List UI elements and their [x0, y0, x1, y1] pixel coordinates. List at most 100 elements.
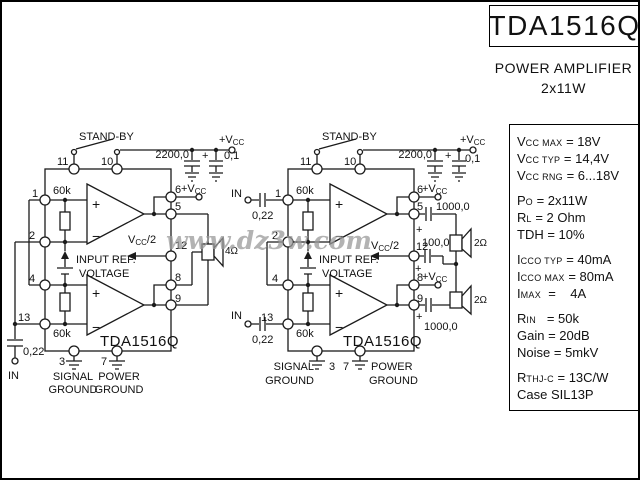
svg-text:13: 13 — [261, 312, 273, 324]
svg-text:5: 5 — [417, 201, 423, 213]
pin-number-labels: 1 2 4 13 11 10 6 5 12 8 9 — [18, 156, 187, 324]
cap-2200-label: 2200,0 — [155, 149, 189, 161]
switch-contact-icon — [356, 148, 364, 156]
part-number: TDA1516Q — [488, 10, 640, 41]
svg-text:9: 9 — [417, 293, 423, 305]
svg-text:12: 12 — [175, 240, 187, 252]
spec-row: VCC RNG = 6...18V — [517, 168, 619, 183]
power-rating: 2x11W — [540, 80, 587, 96]
svg-text:2: 2 — [29, 230, 35, 242]
plus-polarity: + — [416, 311, 422, 323]
vcc-label: +VCC — [422, 183, 448, 196]
junction-dots — [305, 147, 462, 327]
plus-sign: + — [335, 196, 343, 212]
cap-022-label: 0,22 — [23, 346, 44, 358]
cap-01-label: 0,1 — [465, 153, 480, 165]
left-schematic: + − + − 60k 60k INPUT REF. VOLTAGE STAND… — [7, 131, 245, 396]
ref-arrow-icon — [304, 251, 312, 259]
plus-sign: + — [92, 196, 100, 212]
svg-text:4: 4 — [29, 273, 35, 285]
resistor-60k-bottom — [59, 292, 71, 312]
vcc-label: +VCC — [219, 134, 245, 147]
cap-2200-label: 2200,0 — [398, 149, 432, 161]
cap-01-label: 0,1 — [224, 150, 239, 162]
cap-1000-label: 1000,0 — [424, 321, 458, 333]
switch-contact-icon — [70, 148, 78, 156]
in-label: IN — [8, 370, 19, 382]
vcc-half-label: VCC/2 — [371, 240, 399, 253]
in-terminal — [11, 357, 19, 365]
spec-row: PO = 2x11W — [517, 193, 588, 208]
svg-text:10: 10 — [344, 156, 356, 168]
speaker-icon — [449, 291, 463, 309]
speaker-cone-icon — [213, 236, 224, 268]
vcc-half-arrow-icon — [370, 252, 379, 260]
pin-number-labels: 1 2 4 13 11 10 6 5 12 8 9 — [261, 156, 428, 324]
minus-sign: − — [92, 228, 100, 244]
switch-contact-icon — [313, 148, 321, 156]
plus-polarity: + — [202, 150, 208, 162]
spec-row: RTHJ-C = 13C/W — [517, 370, 609, 385]
signal-ground-label: GROUND — [49, 384, 98, 396]
speaker-icon — [449, 234, 463, 252]
wires — [251, 138, 470, 370]
pin-label: 3 — [59, 356, 65, 368]
vcc-label: +VCC — [460, 134, 486, 147]
plus-polarity: + — [415, 263, 421, 275]
resistor-label: 60k — [53, 328, 71, 340]
cap-100-label: 100,0 — [422, 237, 450, 249]
page-title: POWER AMPLIFIER — [494, 60, 633, 76]
spec-row: ICCO TYP = 40mA — [517, 252, 612, 267]
resistor-label: 60k — [296, 185, 314, 197]
plus-sign: + — [92, 285, 100, 301]
spec-row: Case SIL13P — [517, 387, 594, 402]
right-schematic: + − + − 60k 60k INPUT REF. VOLTAGE STAND… — [231, 131, 488, 387]
signal-ground-label: SIGNAL — [274, 361, 314, 373]
minus-sign: − — [335, 319, 343, 335]
resistor-60k-bottom — [302, 292, 314, 312]
speaker-cone-icon — [461, 284, 472, 316]
resistor-60k-top — [302, 211, 314, 231]
svg-text:13: 13 — [18, 312, 30, 324]
pin-circles — [39, 163, 177, 357]
minus-sign: − — [335, 228, 343, 244]
spec-row: IMAX = 4A — [517, 286, 587, 301]
spec-row: Gain = 20dB — [517, 328, 590, 343]
svg-text:11: 11 — [57, 156, 68, 168]
input-ref-label: VOLTAGE — [79, 268, 129, 280]
resistor-60k-top — [59, 211, 71, 231]
vcc-half-arrow-icon — [127, 252, 136, 260]
speaker-icon — [201, 243, 215, 261]
speaker-impedance: 2Ω — [474, 295, 488, 306]
spec-row: ICCO MAX = 80mA — [517, 269, 614, 284]
svg-text:4: 4 — [272, 273, 278, 285]
spec-row: RIN = 50k — [517, 311, 579, 326]
svg-text:5: 5 — [175, 201, 181, 213]
speaker-impedance: 4Ω — [225, 246, 239, 257]
plus-sign: + — [335, 285, 343, 301]
vcc-terminal — [434, 281, 442, 289]
standby-label: STAND-BY — [79, 131, 134, 143]
plus-polarity: + — [445, 150, 451, 162]
power-ground-label: GROUND — [369, 375, 418, 387]
signal-ground-label: SIGNAL — [53, 371, 93, 383]
vcc-terminal — [434, 193, 442, 201]
vcc-terminal — [228, 146, 236, 154]
opamp-bottom — [329, 273, 389, 337]
input-ref-label: INPUT REF. — [76, 254, 136, 266]
ic-name: TDA1516Q — [343, 333, 422, 350]
opamp-top — [86, 182, 146, 246]
svg-text:12: 12 — [416, 241, 428, 253]
in-label: IN — [231, 310, 242, 322]
in-terminal — [244, 320, 252, 328]
plus-polarity: + — [416, 224, 422, 236]
svg-text:2: 2 — [272, 230, 278, 242]
ref-arrow-icon — [61, 251, 69, 259]
pin-label: 3 — [329, 361, 335, 373]
svg-text:6: 6 — [417, 184, 423, 196]
svg-text:9: 9 — [175, 293, 181, 305]
